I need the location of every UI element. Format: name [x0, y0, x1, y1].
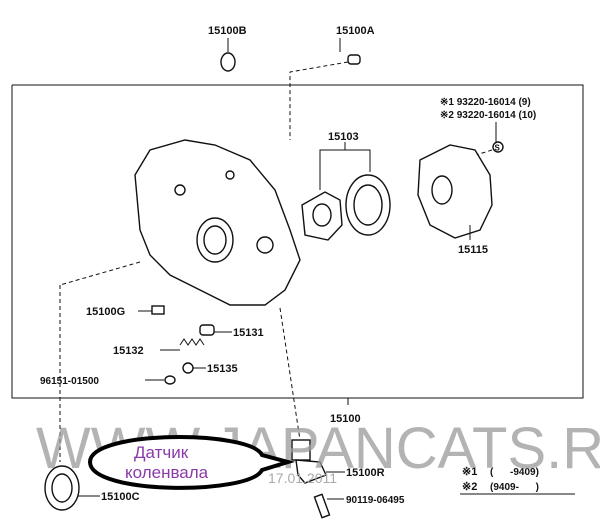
s-symbol	[492, 141, 504, 153]
spring-15132	[179, 338, 205, 346]
cover-plate-15115	[417, 144, 493, 239]
label-15100: 15100	[330, 413, 361, 425]
legend-range-1: ( -9409)	[490, 467, 539, 478]
label-15103: 15103	[328, 131, 359, 143]
callout-line-2: коленвала	[125, 463, 209, 482]
label-15131: 15131	[233, 327, 264, 339]
callout-bubble	[87, 435, 296, 490]
note-s2: ※2 93220-16014 (10)	[440, 110, 536, 121]
label-15132: 15132	[113, 345, 144, 357]
plug-15131	[199, 324, 215, 336]
o-ring-15100B	[220, 52, 236, 72]
legend-mark-2: ※2	[462, 481, 477, 493]
label-15100R: 15100R	[346, 467, 385, 479]
label-15135: 15135	[207, 363, 238, 375]
label-15100C: 15100C	[101, 491, 140, 503]
legend-range-2: (9409- )	[490, 482, 539, 493]
date-stamp: 17.01.2011	[268, 470, 337, 486]
svg-text:S: S	[495, 144, 501, 153]
valve-15135	[182, 362, 194, 374]
label-96151: 96151-01500	[40, 376, 99, 387]
label-90119: 90119-06495	[346, 495, 405, 506]
callout-line-1: Датчик	[134, 443, 189, 462]
plug-15100G	[151, 305, 165, 315]
label-15100B: 15100B	[208, 25, 247, 37]
note-s1: ※1 93220-16014 (9)	[440, 97, 531, 108]
label-15115: 15115	[458, 244, 488, 256]
label-15100A: 15100A	[336, 25, 375, 37]
bolt-90119	[313, 493, 331, 519]
pin-15100A	[347, 54, 361, 65]
assembly-frame	[11, 84, 584, 399]
legend-mark-1: ※1	[462, 466, 477, 478]
label-15100G: 15100G	[86, 306, 125, 318]
snap-ring-96151	[164, 375, 176, 385]
